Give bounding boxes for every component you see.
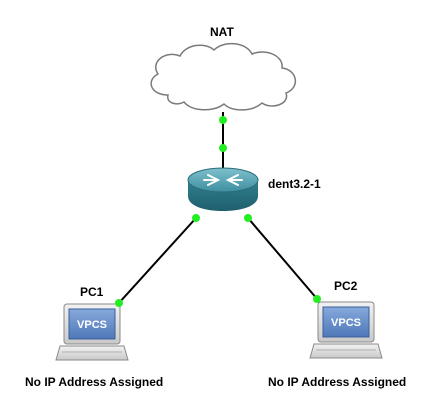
- pc1-status-label: No IP Address Assigned: [25, 375, 164, 389]
- pc2-label: PC2: [334, 279, 358, 293]
- port-status-dot: [115, 299, 123, 307]
- pc1-screen-label: VPCS: [77, 319, 107, 331]
- pc2-screen-label: VPCS: [331, 317, 361, 329]
- pc1-computer-icon[interactable]: VPCS: [55, 303, 129, 361]
- pc1-label: PC1: [80, 285, 104, 299]
- nat-label: NAT: [210, 25, 234, 39]
- link-router-pc2[interactable]: [247, 217, 319, 301]
- link-router-pc1[interactable]: [117, 217, 197, 305]
- pc2-computer-icon[interactable]: VPCS: [309, 301, 383, 359]
- router-icon[interactable]: [187, 167, 259, 211]
- port-status-dot: [219, 144, 227, 152]
- pc2-status-label: No IP Address Assigned: [268, 375, 407, 389]
- router-label: dent3.2-1: [268, 177, 321, 191]
- port-status-dot: [244, 214, 252, 222]
- port-status-dot: [192, 214, 200, 222]
- nat-cloud-icon[interactable]: [150, 42, 296, 111]
- port-status-dot: [313, 295, 321, 303]
- port-status-dot: [219, 116, 227, 124]
